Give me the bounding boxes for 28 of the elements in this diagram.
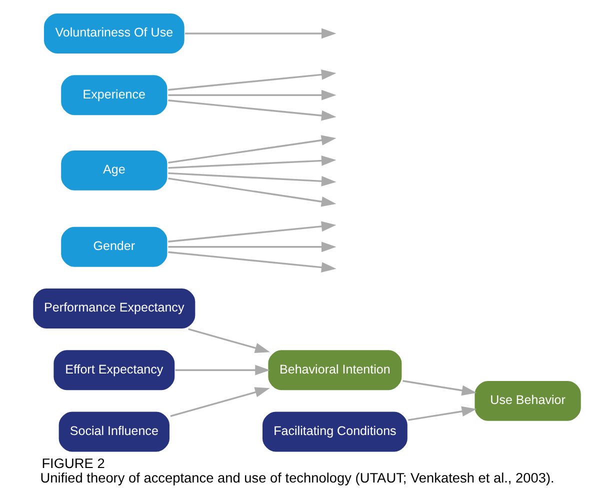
arrow bbox=[168, 172, 336, 186]
arrow bbox=[168, 251, 336, 272]
arrow bbox=[402, 380, 477, 396]
node-box: Behavioral Intention bbox=[267, 349, 403, 392]
node-box: Age bbox=[60, 149, 168, 192]
arrow bbox=[168, 69, 336, 91]
arrow bbox=[168, 100, 336, 121]
arrow bbox=[170, 387, 270, 417]
node-box: Gender bbox=[60, 226, 168, 268]
node-box: Voluntariness Of Use bbox=[42, 12, 186, 55]
diagram-title: FIGURE 2 bbox=[42, 456, 105, 471]
arrow bbox=[175, 364, 270, 376]
caption: Unified theory of acceptance and use of technology (UTAUT; Venkatesh et al., 2003). bbox=[40, 470, 554, 486]
arrow bbox=[168, 156, 336, 169]
node-box: Experience bbox=[60, 74, 168, 116]
arrow bbox=[185, 28, 336, 39]
node-box: Facilitating Conditions bbox=[261, 410, 409, 453]
node-box: Performance Expectancy bbox=[32, 287, 196, 330]
arrow bbox=[188, 328, 270, 354]
node-box: Effort Expectancy bbox=[52, 349, 176, 392]
arrow bbox=[408, 406, 477, 421]
arrow bbox=[168, 242, 336, 252]
arrow bbox=[168, 90, 336, 100]
arrow bbox=[168, 221, 336, 242]
node-box: Social Influence bbox=[58, 410, 171, 453]
arrow bbox=[168, 178, 336, 207]
arrow bbox=[168, 135, 336, 164]
node-box: Use Behavior bbox=[474, 380, 582, 422]
